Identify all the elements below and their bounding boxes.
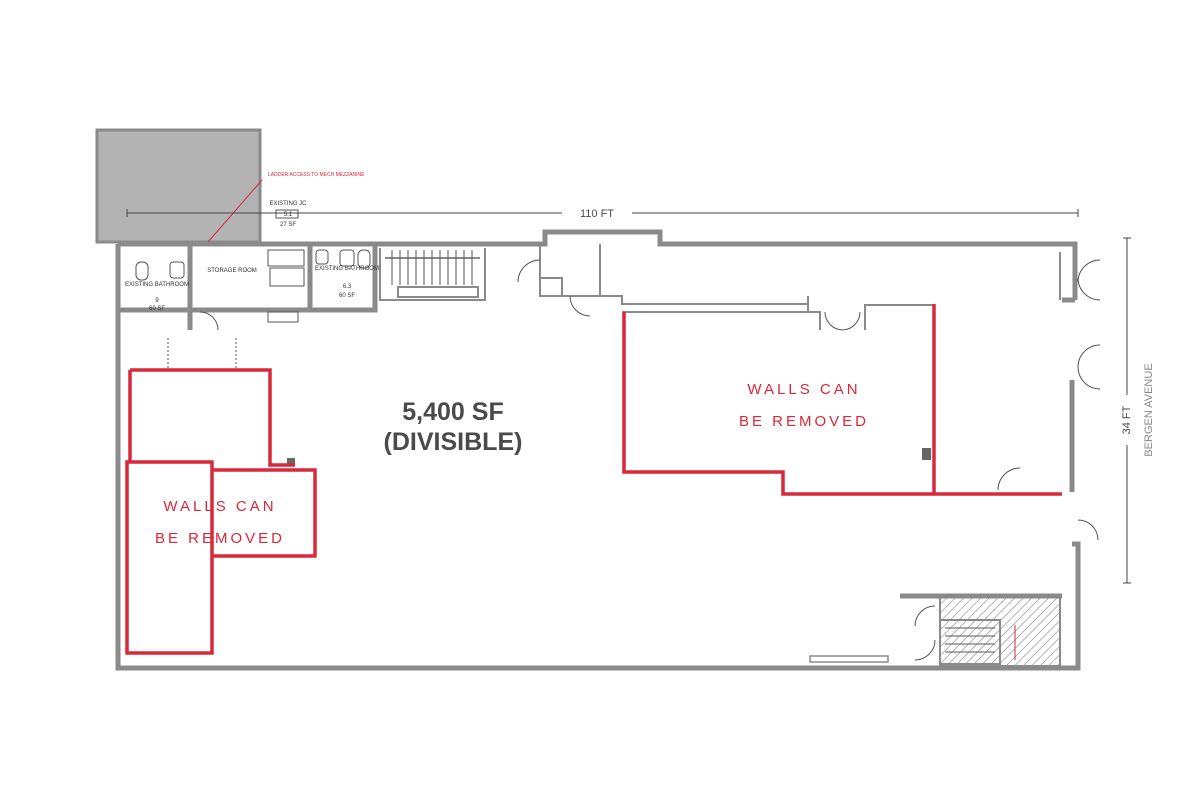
- exterior-walls: [115, 229, 1081, 671]
- depth-dimension: [1123, 237, 1131, 584]
- janitor-tag: 5.1: [284, 212, 293, 218]
- column: [922, 448, 931, 460]
- removable-walls-right: [622, 304, 1062, 496]
- width-label: 110 FT: [580, 208, 614, 220]
- column: [287, 458, 295, 466]
- service-rooms: [118, 179, 1101, 541]
- removable-walls-left: [125, 368, 317, 655]
- bathroom-left-name: EXISTING BATHROOM: [125, 282, 189, 288]
- storage-room-name: STORAGE ROOM: [207, 268, 257, 274]
- bathroom-left-area: 60 SF: [149, 306, 165, 312]
- street-label: BERGEN AVENUE: [1143, 363, 1155, 456]
- bathroom-right-name: EXISTING BATHROOM: [315, 266, 379, 272]
- area-note: (DIVISIBLE): [384, 428, 523, 456]
- janitor-area: 27 SF: [280, 222, 296, 228]
- callout-left-line1: WALLS CAN: [163, 498, 276, 515]
- ladder-note: LADDER ACCESS TO MECH MEZZANINE: [268, 172, 365, 178]
- roof-block: [95, 128, 262, 244]
- bathroom-left-tag: 9: [155, 298, 159, 304]
- bathroom-right-tag: 6.3: [343, 284, 352, 290]
- callout-right-line2: BE REMOVED: [739, 413, 869, 430]
- bathroom-right-area: 60 SF: [339, 293, 355, 299]
- area-size: 5,400 SF: [402, 398, 503, 426]
- storefront-window: [809, 655, 889, 663]
- callout-right-line1: WALLS CAN: [747, 381, 860, 398]
- callout-left-line2: BE REMOVED: [155, 530, 285, 547]
- stair-treads: [391, 250, 473, 285]
- stair-core: [900, 593, 1062, 667]
- janitor-name: EXISTING JC: [269, 201, 307, 207]
- width-dimension: [126, 209, 1079, 217]
- depth-label: 34 FT: [1121, 405, 1133, 434]
